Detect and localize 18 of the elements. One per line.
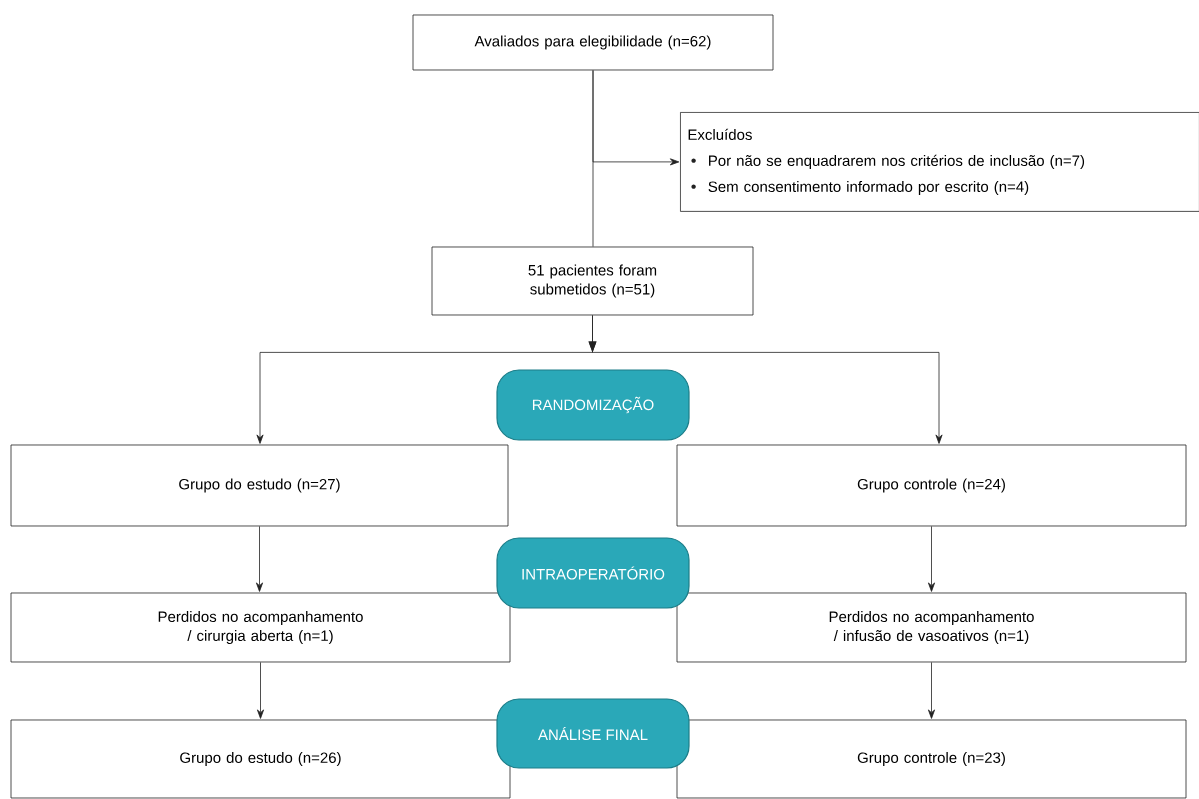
arrow bbox=[928, 526, 935, 592]
process-box: Perdidos no acompanhamento / cirurgia aberta (n=1) bbox=[10, 592, 511, 663]
arrow bbox=[256, 526, 263, 592]
stage-label: ANÁLISE FINAL bbox=[496, 698, 690, 769]
stage-label: RANDOMIZAÇÃO bbox=[496, 369, 690, 441]
arrow bbox=[588, 315, 943, 444]
process-box: Grupo do estudo (n=27) bbox=[10, 444, 509, 527]
exclusion-box: Excluídos Por não se enquadrarem nos critérios de inclusão (n=7) Sem consentimento informado por escrito (n=4) bbox=[680, 112, 1199, 212]
process-box: Perdidos no acompanhamento / infusão de vasoativos (n=1) bbox=[676, 592, 1187, 663]
stage-label: INTRAOPERATÓRIO bbox=[496, 537, 690, 609]
arrow bbox=[928, 662, 935, 719]
process-box: Grupo do estudo (n=26) bbox=[10, 719, 511, 799]
arrow bbox=[257, 662, 264, 719]
process-box: 51 pacientes foram submetidos (n=51) bbox=[431, 246, 754, 316]
arrow bbox=[592, 70, 680, 166]
process-box: Grupo controle (n=23) bbox=[676, 719, 1187, 799]
process-box: Avaliados para elegibilidade (n=62) bbox=[412, 14, 774, 71]
process-box: Grupo controle (n=24) bbox=[676, 444, 1187, 527]
